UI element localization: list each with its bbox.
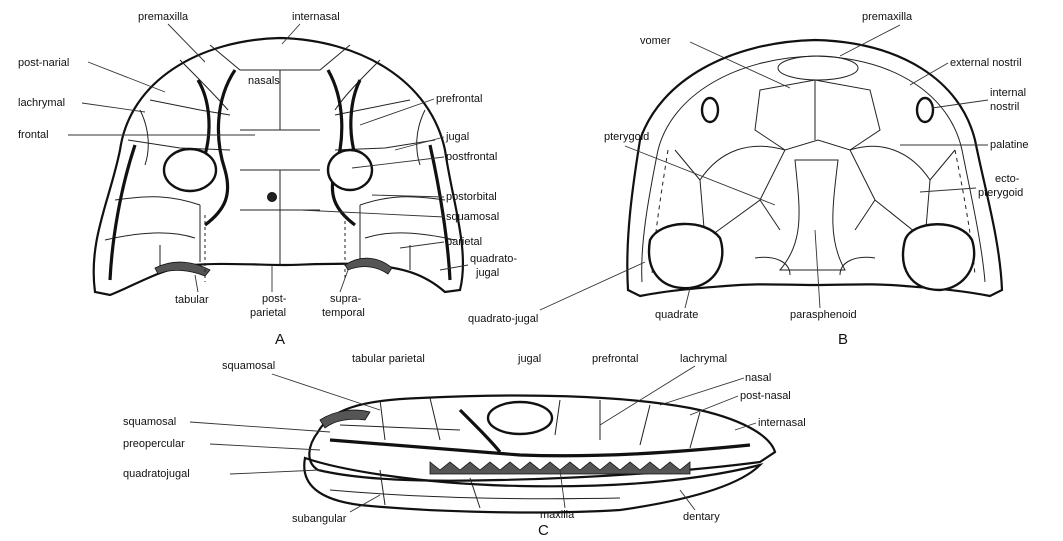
label-c-squamosal-left: squamosal xyxy=(123,416,176,428)
label-b-internal-nostril-2: nostril xyxy=(990,101,1019,113)
label-c-post-nasal: post-nasal xyxy=(740,390,791,402)
label-a-panel-letter: A xyxy=(275,331,285,348)
label-a-postfrontal: postfrontal xyxy=(446,151,497,163)
panel-a-left-inner-groove xyxy=(198,80,209,155)
panel-b-labels: premaxilla vomer external nostril intern… xyxy=(468,11,1029,348)
panel-c-lateral-skull: squamosal tabular parietal jugal prefron… xyxy=(123,353,806,536)
panel-b-left-internal-nostril xyxy=(702,98,718,122)
label-c-panel-letter: C xyxy=(538,522,549,536)
label-b-quadrate: quadrate xyxy=(655,309,698,321)
panel-c-orbit xyxy=(488,402,552,434)
label-a-post-parietal-2: parietal xyxy=(250,307,286,319)
panel-b-palatal-skull: premaxilla vomer external nostril intern… xyxy=(468,11,1029,348)
label-b-ecto-pterygoid-1: ecto- xyxy=(995,173,1020,185)
panel-c-labels: squamosal tabular parietal jugal prefron… xyxy=(123,353,806,536)
panel-a-right-orbit xyxy=(328,150,372,190)
label-a-internasal: internasal xyxy=(292,11,340,23)
label-a-prefrontal: prefrontal xyxy=(436,93,482,105)
label-c-dentary: dentary xyxy=(683,511,720,523)
panel-a-left-groove xyxy=(205,70,235,225)
label-c-prefrontal: prefrontal xyxy=(592,353,638,365)
label-a-supra-temporal-1: supra- xyxy=(330,293,362,305)
label-b-internal-nostril-1: internal xyxy=(990,87,1026,99)
label-b-premaxilla: premaxilla xyxy=(862,11,913,23)
label-a-supra-temporal-2: temporal xyxy=(322,307,365,319)
panel-b-internal-nostril xyxy=(917,98,933,122)
label-b-ecto-pterygoid-2: pterygoid xyxy=(978,187,1023,199)
label-c-maxilla: maxilla xyxy=(540,509,575,521)
label-b-quadrato-jugal: quadrato-jugal xyxy=(468,313,538,325)
panel-b-right-fossa xyxy=(903,224,974,290)
panel-a-right-occipital-hatch xyxy=(345,258,392,274)
label-c-preopercular: preopercular xyxy=(123,438,185,450)
label-a-quadrato-jugal-2: jugal xyxy=(475,267,499,279)
label-b-palatine: palatine xyxy=(990,139,1029,151)
label-a-post-narial: post-narial xyxy=(18,57,69,69)
panel-a-right-inner-groove xyxy=(351,80,360,155)
panel-a-pineal-foramen xyxy=(268,193,277,202)
label-c-lachrymal: lachrymal xyxy=(680,353,727,365)
label-a-nasals: nasals xyxy=(248,75,280,87)
label-a-postorbital: postorbital xyxy=(446,191,497,203)
label-c-jugal: jugal xyxy=(517,353,541,365)
panel-b-premaxilla-bone xyxy=(778,56,858,80)
panel-a-left-orbit xyxy=(164,149,216,191)
panel-b-left-fossa xyxy=(649,224,722,288)
label-c-internasal: internasal xyxy=(758,417,806,429)
panel-a-right-groove xyxy=(328,70,355,225)
label-c-subangular: subangular xyxy=(292,513,347,525)
label-a-frontal: frontal xyxy=(18,129,49,141)
panel-a-dorsal-skull: premaxilla internasal post-narial nasals… xyxy=(18,11,517,348)
panel-c-groove-2 xyxy=(330,440,750,456)
label-a-quadrato-jugal-1: quadrato- xyxy=(470,253,517,265)
label-b-vomer: vomer xyxy=(640,35,671,47)
label-c-squamosal-top: squamosal xyxy=(222,360,275,372)
label-a-tabular: tabular xyxy=(175,294,209,306)
label-a-jugal: jugal xyxy=(445,131,469,143)
label-a-parietal: parietal xyxy=(446,236,482,248)
label-a-lachrymal: lachrymal xyxy=(18,97,65,109)
panel-a-labels: premaxilla internasal post-narial nasals… xyxy=(18,11,517,348)
label-c-tabular-parietal: tabular parietal xyxy=(352,353,425,365)
label-c-quadratojugal: quadratojugal xyxy=(123,468,190,480)
label-c-nasal: nasal xyxy=(745,372,771,384)
label-a-premaxilla: premaxilla xyxy=(138,11,189,23)
label-a-post-parietal-1: post- xyxy=(262,293,287,305)
label-b-pterygoid: pterygoid xyxy=(604,131,649,143)
panel-a-left-cheek-groove xyxy=(110,145,135,280)
label-b-parasphenoid: parasphenoid xyxy=(790,309,857,321)
label-b-external-nostril: external nostril xyxy=(950,57,1022,69)
label-b-panel-letter: B xyxy=(838,331,848,348)
label-a-squamosal: squamosal xyxy=(446,211,499,223)
